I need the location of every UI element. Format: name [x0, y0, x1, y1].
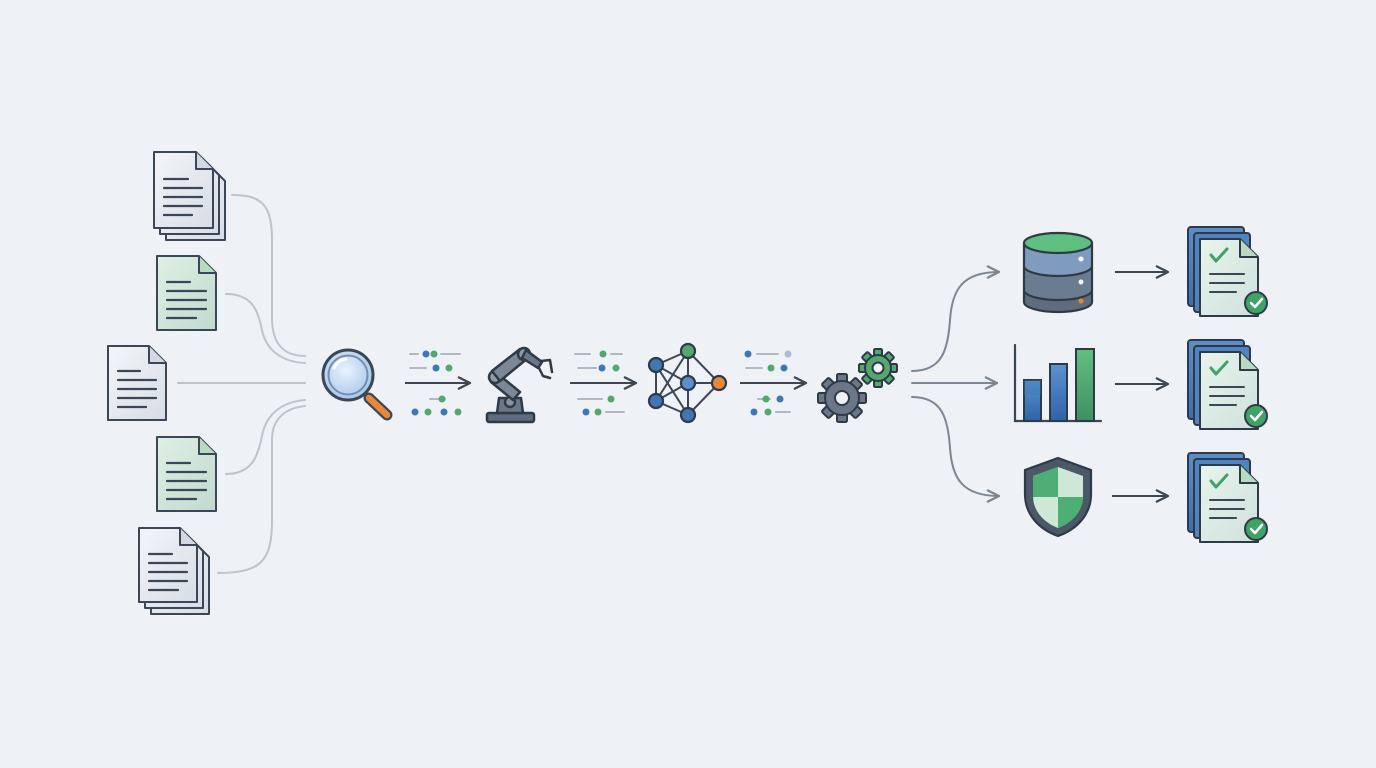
robot-arm-icon [485, 346, 554, 424]
result-arrows [1112, 265, 1170, 503]
verified-document-icon [1187, 339, 1268, 430]
document-icon [107, 345, 167, 421]
output-connectors [911, 265, 1001, 503]
magnifier-icon [321, 348, 393, 421]
shield-icon [1023, 456, 1093, 538]
neural-network-icon [647, 342, 728, 424]
data-particles [744, 350, 792, 416]
document-stack-icon [153, 151, 226, 241]
document-stack-icon [138, 527, 210, 615]
gears-icon [817, 348, 898, 423]
document-icon [156, 255, 217, 331]
data-flow-1 [405, 350, 472, 416]
data-flow-3 [740, 350, 808, 416]
document-icon [156, 436, 217, 512]
verified-document-icon [1187, 452, 1268, 543]
input-connectors [177, 194, 306, 574]
bar-chart-icon [1013, 343, 1103, 423]
data-particles [409, 350, 462, 416]
database-icon [1022, 231, 1094, 314]
data-flow-2 [570, 350, 638, 416]
verified-document-icon [1187, 226, 1268, 317]
data-particles [574, 350, 625, 416]
